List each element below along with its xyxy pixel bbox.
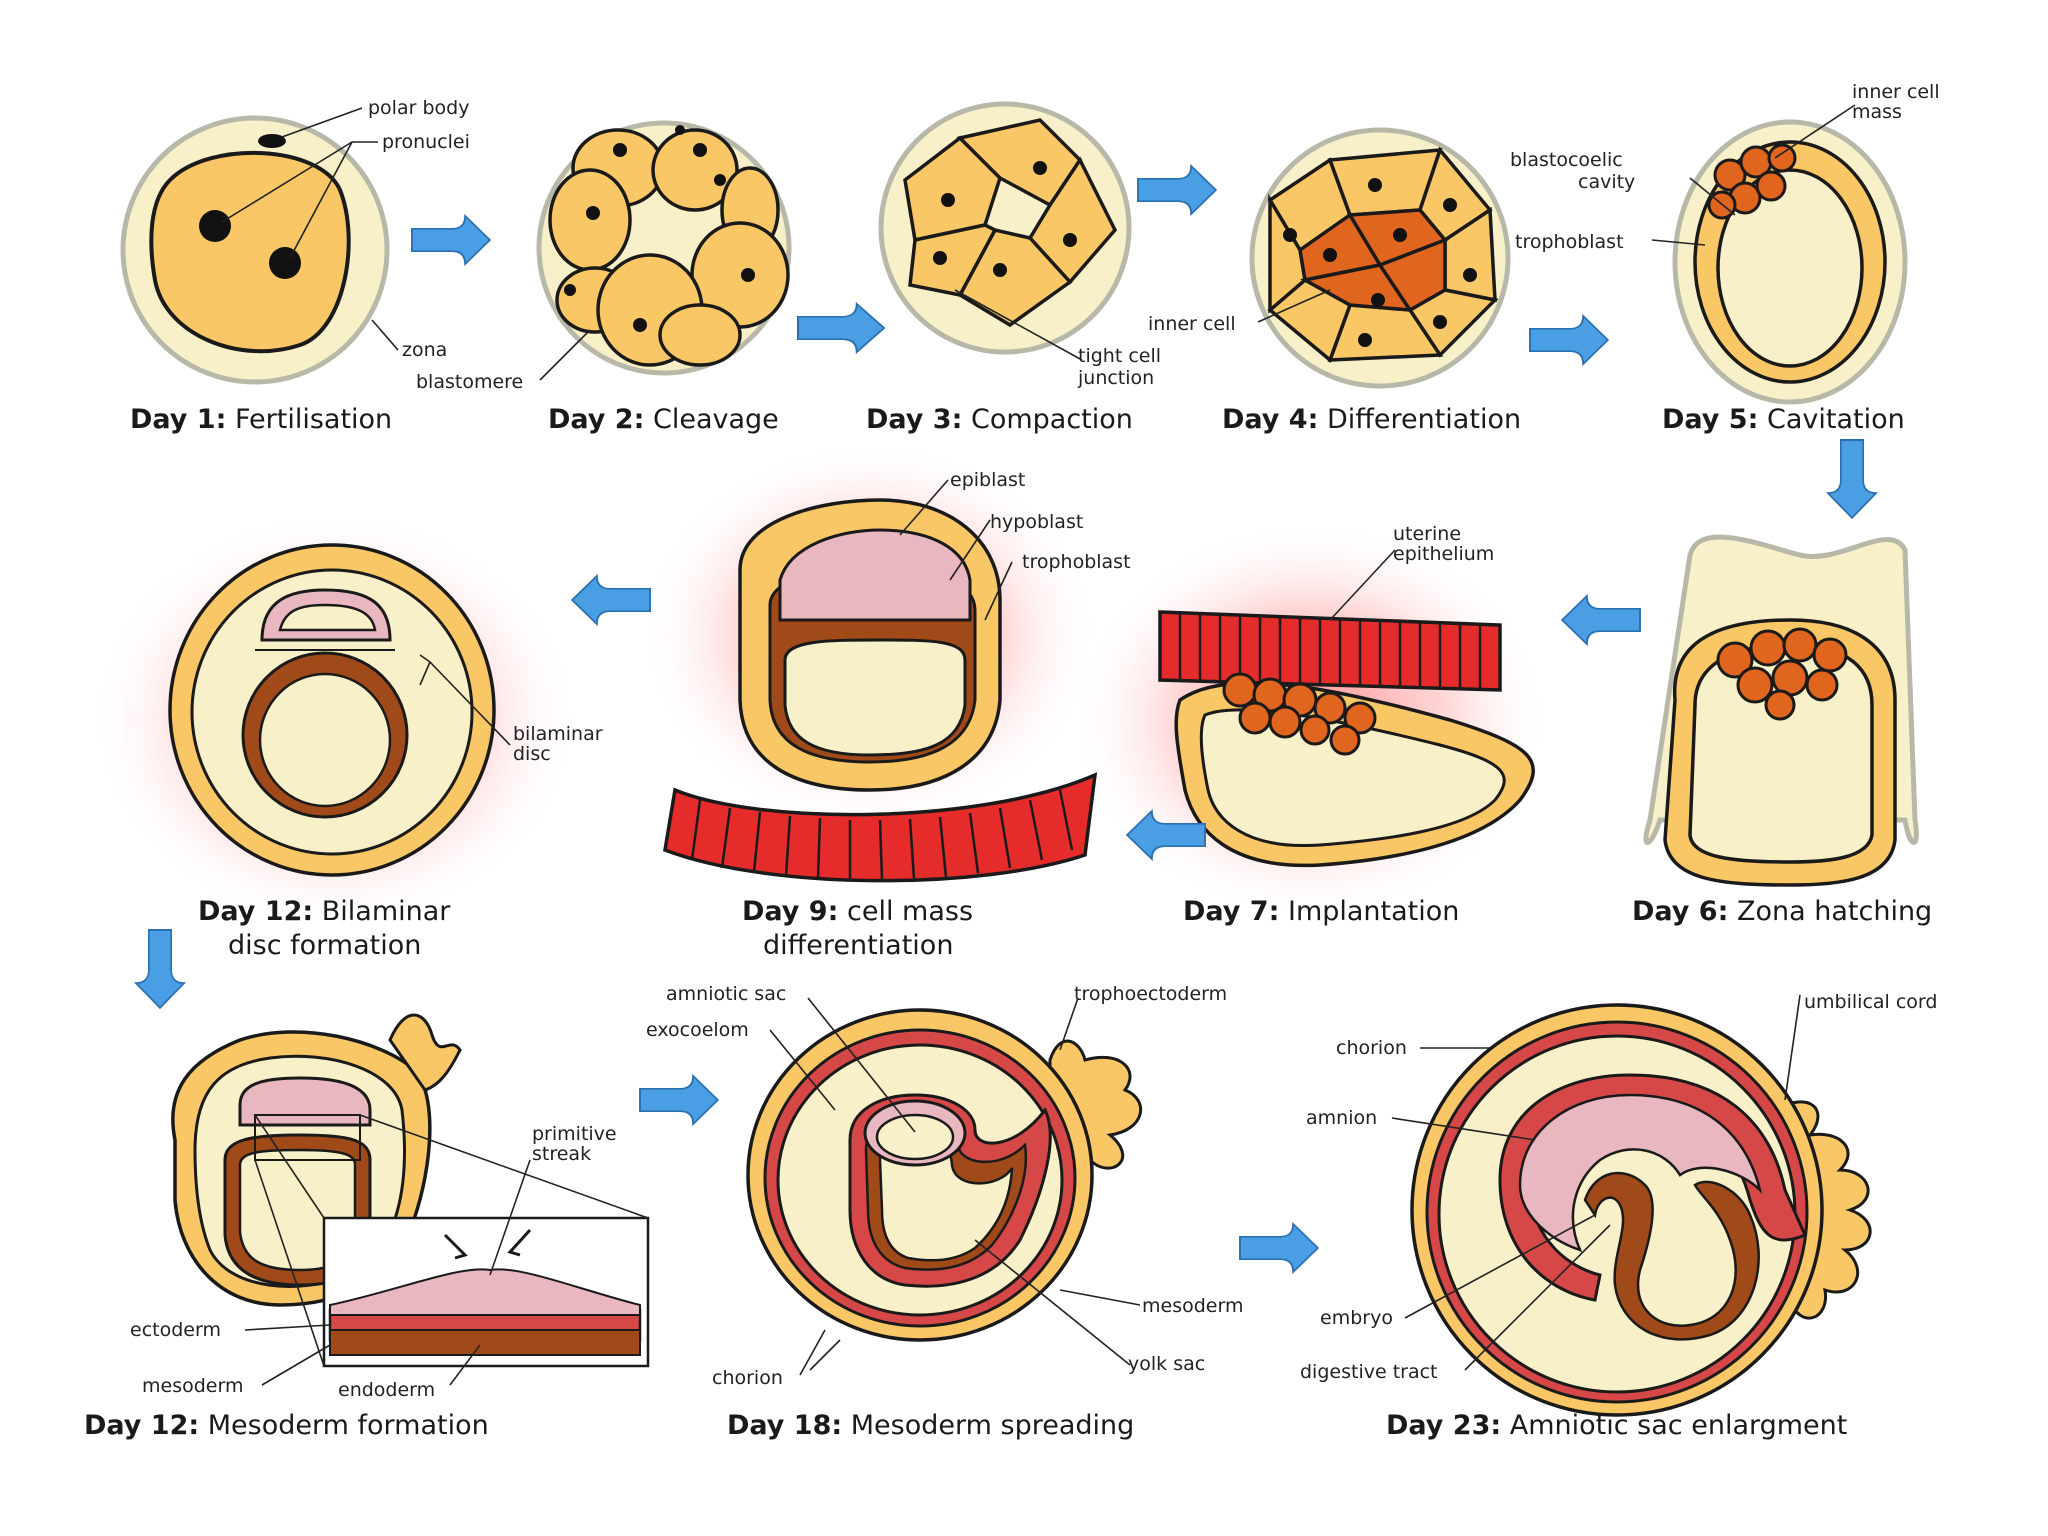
label-trophoblast-5: trophoblast [1515,231,1624,253]
label-primitive-1: primitive [532,1123,617,1145]
label-zona: zona [402,339,447,361]
label-embryo: embryo [1320,1307,1393,1329]
arrow-5-6 [1827,439,1877,519]
day18-spreading [746,997,1143,1376]
label-amnion: amnion [1306,1107,1377,1129]
caption-day18: Day 18: Mesoderm spreading [727,1410,1134,1441]
label-trophoblast-9: trophoblast [1022,551,1131,573]
label-bilaminar-1: bilaminar [513,723,603,745]
label-chorion-18: chorion [712,1367,783,1389]
label-mesoderm-12: mesoderm [142,1375,243,1397]
label-tight-2: junction [1077,367,1154,389]
arrow-4-5 [1529,315,1609,365]
day9-cell-mass [640,440,1100,883]
arrow-9-12 [571,575,651,625]
label-exocoelom: exocoelom [646,1019,749,1041]
label-mesoderm-18: mesoderm [1142,1295,1243,1317]
caption-day23: Day 23: Amniotic sac enlargment [1386,1410,1847,1441]
arrow-18-23 [1239,1223,1319,1273]
arrow-12-18 [639,1075,719,1125]
label-chorion-23: chorion [1336,1037,1407,1059]
label-polar-body: polar body [368,97,469,119]
caption-day9-line2: differentiation [763,930,953,961]
day23-enlargement [1391,994,1872,1417]
arrow-6-7 [1561,595,1641,645]
label-icm-2: mass [1852,101,1902,123]
label-trophoectoderm: trophoectoderm [1074,983,1227,1005]
arrow-3-4 [1137,165,1217,215]
caption-day5: Day 5: Cavitation [1662,404,1905,435]
day12-mesoderm [171,1013,650,1386]
label-pronuclei: pronuclei [382,131,470,153]
day12-bilaminar [90,510,580,930]
label-blasto-1: blastocoelic [1510,149,1623,171]
label-blasto-2: cavity [1578,171,1635,193]
arrow-12-12 [135,929,185,1009]
caption-day7: Day 7: Implantation [1183,896,1459,927]
caption-day4: Day 4: Differentiation [1222,404,1521,435]
label-epiblast: epiblast [950,469,1025,491]
caption-day12b: Day 12: Mesoderm formation [84,1410,489,1441]
arrow-2-3 [796,302,886,354]
day4-differentiation [1249,127,1511,389]
label-ectoderm: ectoderm [130,1319,221,1341]
day7-implantation [1070,520,1550,920]
caption-day9-line1: Day 9: cell mass [742,896,973,927]
label-bilaminar-2: disc [513,743,551,765]
arrow-1-2 [411,215,491,265]
label-uterine-1: uterine [1393,523,1461,545]
day6-hatching [1643,534,1919,887]
day3-compaction [878,101,1132,361]
label-inner-cell: inner cell [1148,313,1236,335]
day5-cavitation [1651,104,1908,405]
caption-day12a-line2: disc formation [228,930,421,961]
caption-day3: Day 3: Compaction [866,404,1133,435]
label-uterine-2: epithelium [1393,543,1494,565]
label-blastomere: blastomere [416,371,523,393]
label-primitive-2: streak [532,1143,591,1165]
caption-day2: Day 2: Cleavage [548,404,779,435]
label-umbilical-cord: umbilical cord [1804,991,1937,1013]
label-amniotic-sac: amniotic sac [666,983,786,1005]
label-yolk-sac: yolk sac [1128,1353,1205,1375]
caption-day6: Day 6: Zona hatching [1632,896,1932,927]
label-tight-1: tight cell [1078,345,1161,367]
day1-labels: polar body pronuclei zona blastomere [221,97,523,393]
label-digestive-tract: digestive tract [1300,1361,1438,1383]
day2-morula [536,120,792,381]
label-hypoblast: hypoblast [990,511,1083,533]
caption-day12a-line1: Day 12: Bilaminar [198,896,451,927]
label-icm-1: inner cell [1852,81,1940,103]
day1-zygote [120,115,390,385]
label-endoderm: endoderm [338,1379,435,1401]
caption-day1: Day 1: Fertilisation [130,404,392,435]
